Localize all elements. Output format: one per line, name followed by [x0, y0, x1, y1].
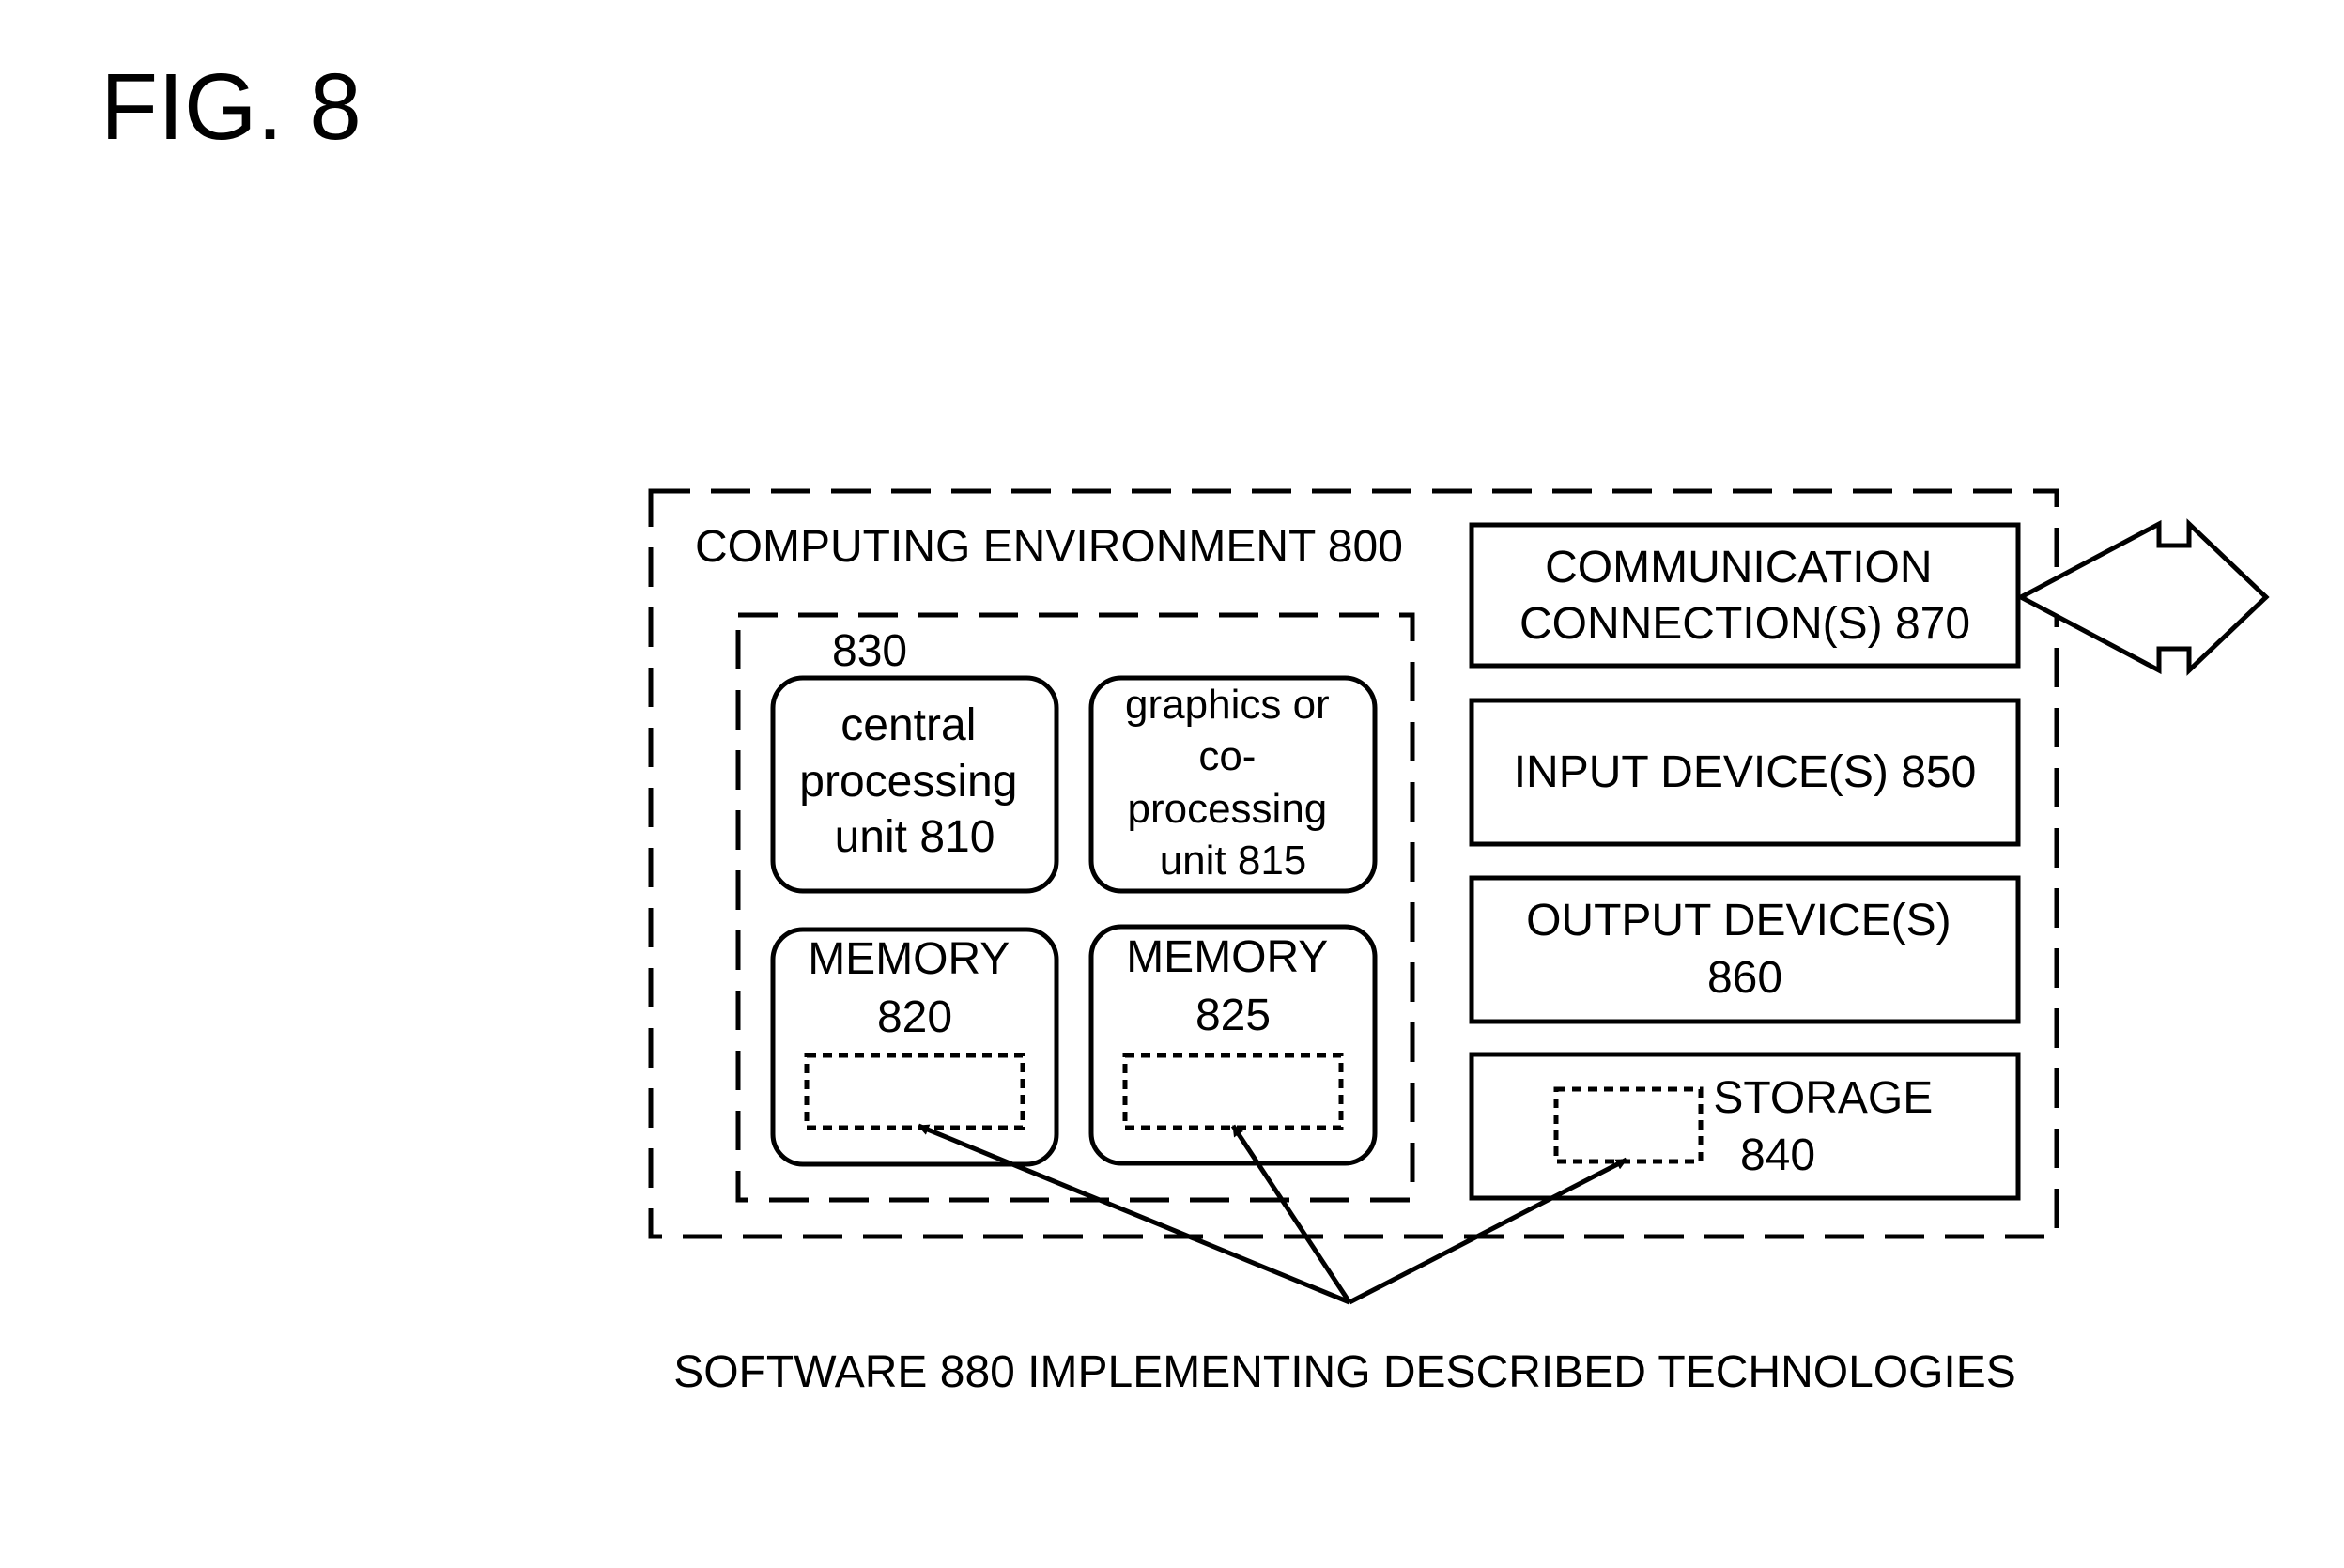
figure-label: FIG. 8 — [100, 54, 362, 160]
input-devices-label: INPUT DEVICE(S) 850 — [1514, 747, 1977, 797]
software-label: SOFTWARE 880 IMPLEMENTING DESCRIBED TECH… — [673, 1347, 2016, 1397]
computing-environment-label: COMPUTING ENVIRONMENT 800 — [695, 522, 1403, 572]
core-group-label: 830 — [832, 626, 907, 676]
